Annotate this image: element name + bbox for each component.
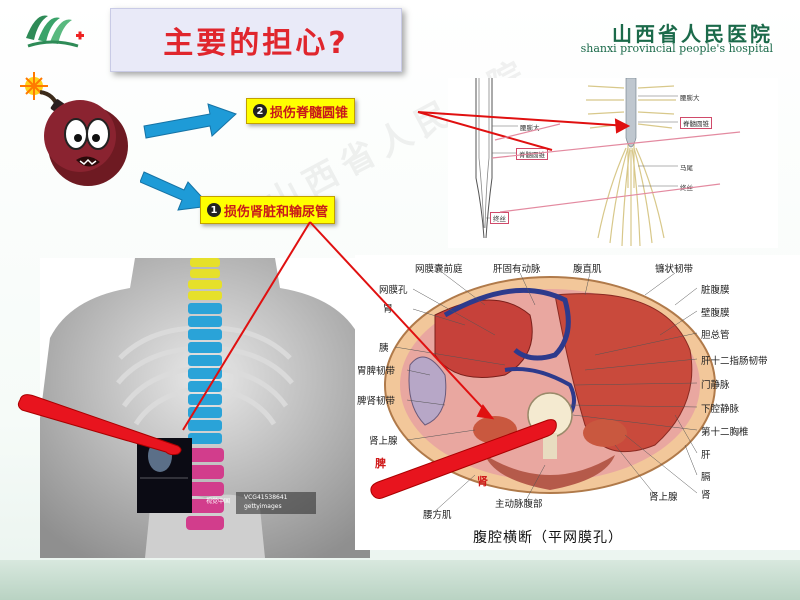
anatomy-label-spleen: 脾 [375,457,386,470]
arrow-right-icon [140,96,240,146]
anatomy-label: 网膜囊前庭 [415,264,463,275]
anatomy-label: 胰 [379,343,389,354]
anatomy-label: 肝 [701,450,711,461]
spinal-cord-diagram: 腰膨大 脊髓圆锥 终丝 腰膨大 脊髓圆锥 马尾 终丝 [448,78,778,248]
anatomy-label: 胃脾韧带 [357,366,396,377]
concern-number: 2 [253,104,267,118]
anatomy-label: 肾 [701,490,711,501]
anatomy-label: 第十二胸椎 [701,427,749,438]
body-spine-image: 视觉中国 VCG41538641 gettyimages [40,258,370,558]
anatomy-label: 网膜孔 [379,285,408,296]
hospital-name-en: shanxi provincial people's hospital [580,42,773,55]
anatomy-label: 腰方肌 [423,510,452,521]
spine-label-conus: 脊髓圆锥 [516,148,548,160]
stock-credit: VCG41538641 [244,494,288,501]
concern-label-kidney: 1 损伤肾脏和输尿管 [200,196,336,224]
spine-label-conus: 脊髓圆锥 [680,117,712,129]
bomb-icon [14,64,139,189]
anatomy-label: 门静脉 [701,380,730,391]
anatomy-label: 肝固有动脉 [493,264,541,275]
slide-title-box: 主要的担心? [110,8,402,72]
anatomy-label: 主动脉腹部 [495,499,543,510]
cross-section-caption: 腹腔横断（平网膜孔） [473,530,623,546]
arrow-down-right-icon [139,160,212,215]
anatomy-label: 膈 [701,472,711,483]
spine-label: 终丝 [680,184,693,192]
anatomy-label: 肾上腺 [369,436,398,447]
anatomy-label-kidney: 肾 [477,475,488,488]
anatomy-label: 腹直肌 [573,264,602,275]
anatomy-label: 胆总管 [701,330,730,341]
anatomy-label: 下腔静脉 [701,404,740,415]
spine-label: 马尾 [680,164,693,172]
anatomy-label: 胃 [383,304,393,315]
anatomy-label: 壁腹膜 [701,308,730,319]
hospital-logo-icon [22,8,86,52]
anatomy-label: 镰状韧带 [655,264,694,275]
anatomy-label: 肝十二指肠韧带 [701,356,768,367]
anatomy-label: 脏腹膜 [701,285,730,296]
spine-label-filum: 终丝 [490,212,509,224]
stock-credit: 视觉中国 [206,498,231,505]
concern-text: 损伤肾脏和输尿管 [224,204,329,220]
footer-decoration [0,560,800,600]
anatomy-label: 脾肾韧带 [357,396,396,407]
hospital-name-cn: 山西省人民医院 [612,22,773,46]
anatomy-label: 肾上腺 [649,492,678,503]
slide-title: 主要的担心? [163,26,349,61]
concern-label-conus: 2 损伤脊髓圆锥 [246,98,356,124]
concern-text: 损伤脊髓圆锥 [270,105,349,121]
stock-credit: gettyimages [244,503,282,510]
spine-label: 腰膨大 [520,124,540,132]
concern-number: 1 [207,203,221,217]
spine-label: 腰膨大 [680,94,700,102]
abdominal-cross-section: 网膜囊前庭 肝固有动脉 腹直肌 镰状韧带 网膜孔 胃 胰 胃脾韧带 脾肾韧带 肾… [355,255,800,550]
